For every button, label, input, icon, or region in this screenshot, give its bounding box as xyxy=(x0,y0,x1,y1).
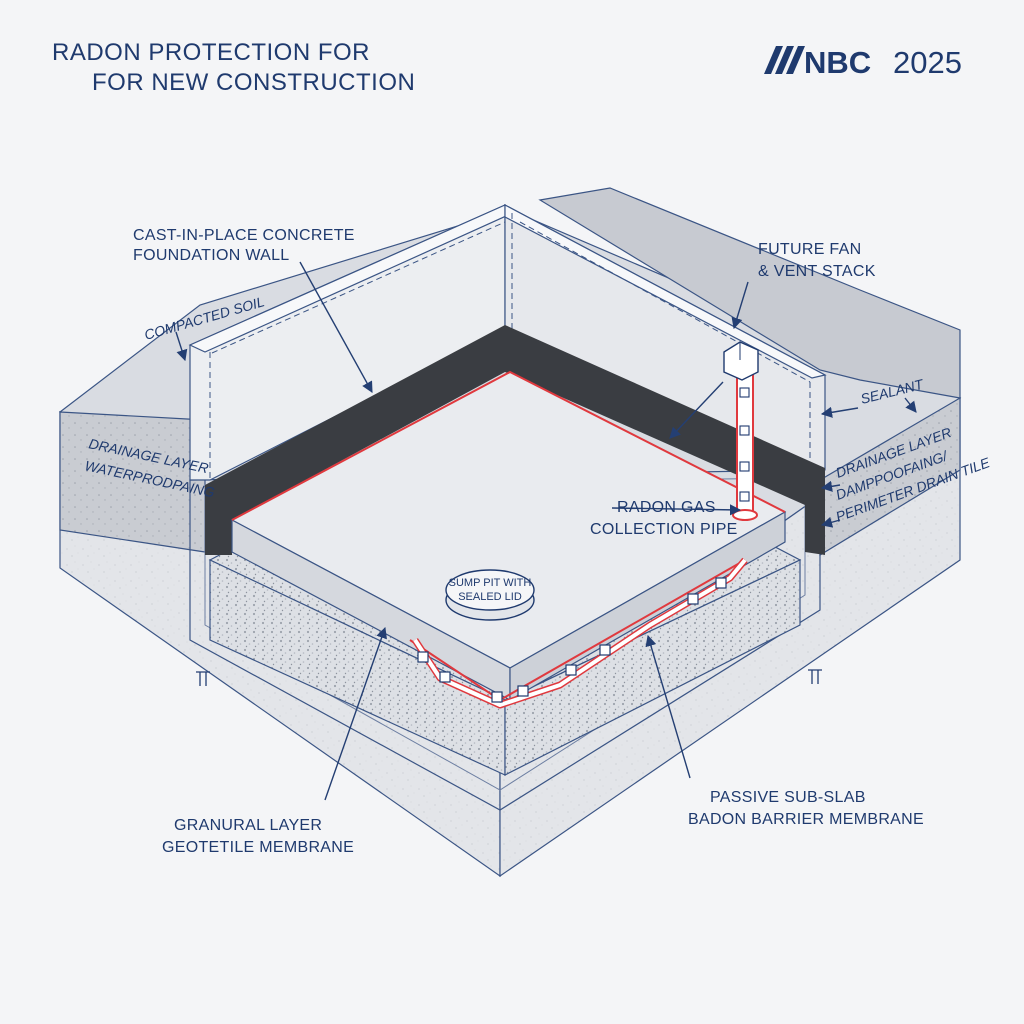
dark-band-right xyxy=(505,325,825,555)
right-wall-top xyxy=(504,204,827,379)
header: RADON PROTECTION FOR FOR NEW CONSTRUCTIO… xyxy=(52,39,962,96)
fan-label-2: & VENT STACK xyxy=(758,263,876,280)
brand-year: 2025 xyxy=(893,45,962,80)
barrier-label-2: BADON BARRIER MEMBRANE xyxy=(688,811,924,828)
gravel-right-face xyxy=(504,559,801,776)
pit-outline xyxy=(189,469,821,811)
barrier-membrane-top xyxy=(231,370,786,521)
title-line-2: FOR NEW CONSTRUCTION xyxy=(92,69,415,96)
foundation-walls xyxy=(188,204,827,555)
collection-pipe xyxy=(412,557,748,709)
sump-label-1: SUMP PIT WITH xyxy=(449,577,532,589)
slab-right-face xyxy=(509,510,786,702)
vent-base-collar xyxy=(732,509,758,521)
leader-lines xyxy=(175,261,917,801)
fan-label-1: FUTURE FAN xyxy=(758,241,861,258)
diagonal-stripes-logo-icon xyxy=(764,46,805,74)
brand-name: NBC xyxy=(804,45,871,80)
wall-label-1: CAST-IN-PLACE CONCRETE xyxy=(133,227,355,244)
dark-band-left xyxy=(205,325,505,555)
title-line-1: RADON PROTECTION FOR xyxy=(52,39,370,66)
sump-pit: SUMP PIT WITH SEALED LID xyxy=(445,569,535,621)
sump-label-2: SEALED LID xyxy=(458,591,522,603)
barrier-label-1: PASSIVE SUB-SLAB xyxy=(710,789,866,806)
pipe-label-2: COLLECTION PIPE xyxy=(590,521,738,538)
concrete-slab xyxy=(230,370,787,702)
pipe-label-1: RADON GAS xyxy=(617,499,716,516)
granular-label-1: GRANURAL LAYER xyxy=(174,817,322,834)
granular-label-2: GEOTETILE MEMBRANE xyxy=(162,839,354,856)
wall-label-2: FOUNDATION WALL xyxy=(133,247,290,264)
vent-stack xyxy=(723,341,759,521)
right-berm xyxy=(538,187,961,399)
ground-tick-icon xyxy=(196,669,822,686)
